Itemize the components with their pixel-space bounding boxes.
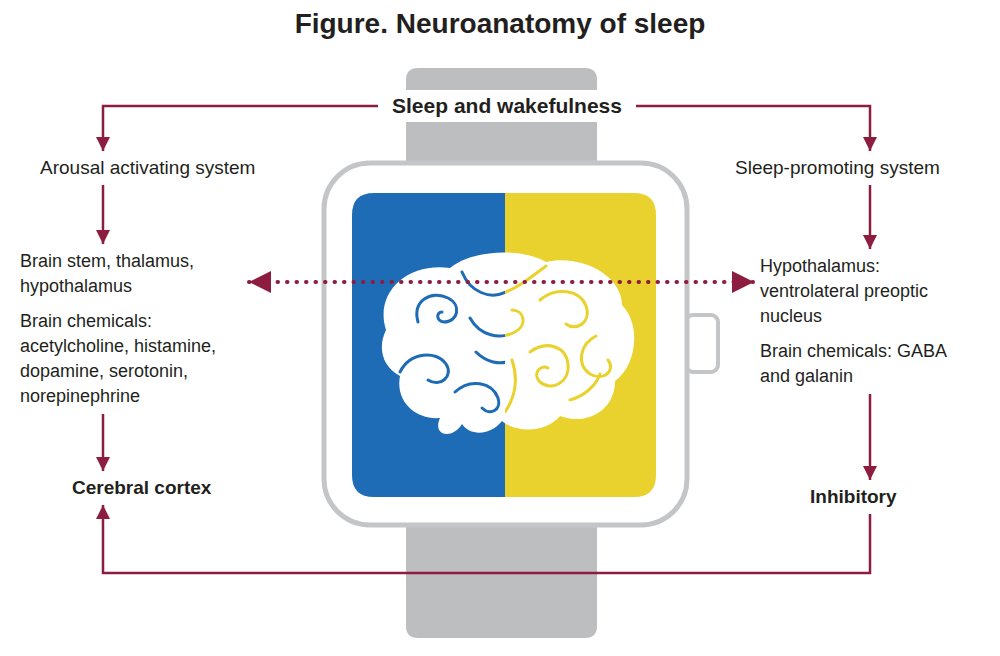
arrow-connector — [636, 106, 870, 151]
node-text: Inhibitory — [810, 485, 897, 509]
system-heading: Arousal activating system — [40, 156, 255, 180]
text-block: Brain stem, thalamus, hypothalamusBrain … — [20, 249, 245, 409]
arrow-connector — [103, 106, 378, 151]
node-text: Arousal activating system — [40, 156, 255, 180]
arrow-connector — [102, 414, 105, 471]
node-body-text: Brain chemicals: acetylcholine, histamin… — [20, 309, 245, 409]
text-block: Hypothalamus: ventrolateral preoptic nuc… — [760, 254, 975, 389]
system-heading: Sleep-promoting system — [735, 156, 940, 180]
target-label: Inhibitory — [810, 485, 897, 509]
node-body-text: Brain chemicals: GABA and galanin — [760, 339, 975, 389]
figure-title: Figure. Neuroanatomy of sleep — [0, 8, 1000, 40]
target-label: Cerebral cortex — [72, 476, 211, 500]
arrow-connector — [869, 394, 872, 480]
node-text: Brain stem, thalamus, hypothalamus — [20, 249, 245, 299]
arrow-connector — [102, 185, 105, 244]
brain-gyri — [400, 266, 611, 412]
watch-case — [324, 163, 687, 525]
node-text: Hypothalamus: ventrolateral preoptic nuc… — [760, 254, 975, 329]
watch-button — [686, 315, 718, 372]
root-heading: Sleep and wakefulness — [378, 90, 636, 122]
dotted-connector — [249, 280, 754, 284]
brain-outline — [382, 252, 634, 434]
watch-strap-bottom — [406, 522, 597, 638]
node-text: Sleep and wakefulness — [392, 93, 622, 119]
arrow-connector — [103, 505, 870, 573]
node-text: Cerebral cortex — [72, 476, 211, 500]
node-text: Sleep-promoting system — [735, 156, 940, 180]
arrow-connector — [869, 185, 872, 249]
